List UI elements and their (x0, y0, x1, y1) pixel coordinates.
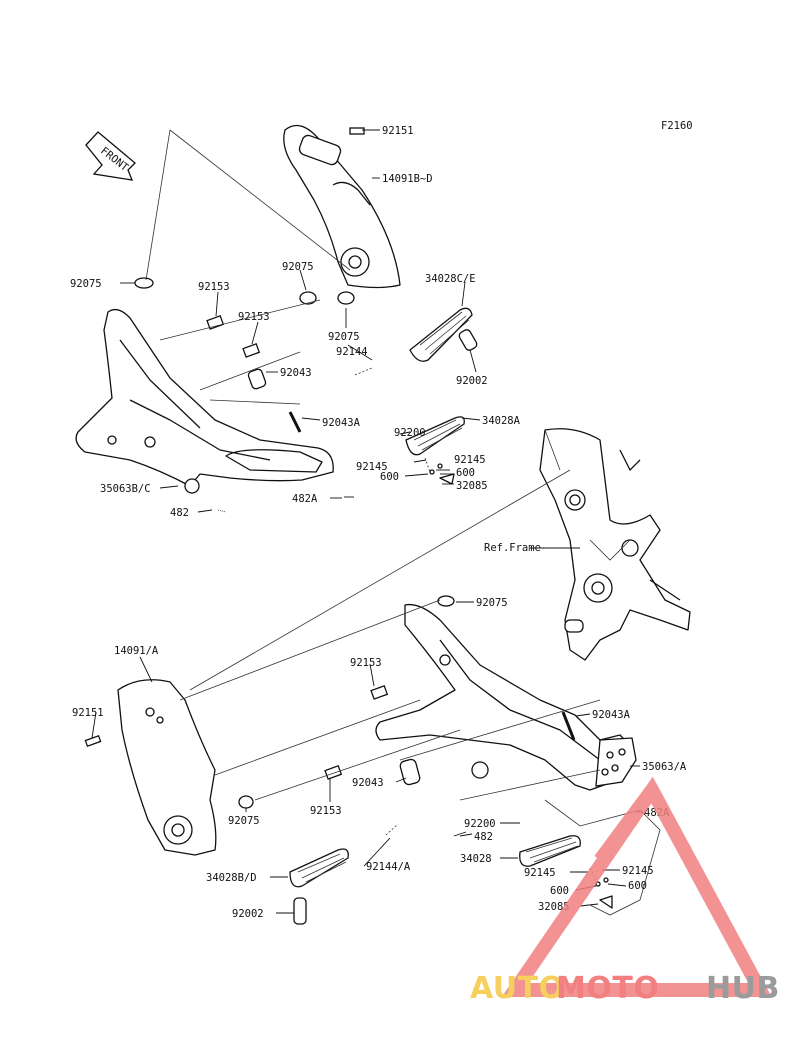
frame-reference (539, 428, 691, 661)
label-ref-frame: Ref.Frame (484, 542, 541, 554)
label-92200-lower: 92200 (464, 818, 496, 830)
label-92151: 92151 (382, 125, 414, 137)
label-92075-left: 92075 (70, 278, 102, 290)
upper-labels: 92151 14091B~D 92075 92153 92075 34028C/… (70, 125, 521, 519)
collar-92043-lower (399, 758, 421, 786)
figure-code: F2160 (661, 120, 693, 132)
bolt-92153-a (206, 315, 225, 330)
label-34028: 34028 (460, 853, 492, 865)
label-600-left: 600 (380, 471, 399, 483)
label-14091a: 14091/A (114, 645, 159, 657)
heel-guard-lower (117, 679, 217, 856)
label-92153-b: 92153 (238, 311, 270, 323)
label-482a: 482A (292, 493, 318, 505)
pin-92002-lower (293, 897, 307, 925)
spring-92145 (424, 457, 431, 473)
label-92075-lower: 92075 (328, 331, 360, 343)
label-34028a: 34028A (482, 415, 521, 427)
bolt-92153-b (242, 343, 261, 358)
upper-assembly (75, 124, 481, 513)
watermark-hub: HUB (706, 971, 780, 1006)
label-14091bd: 14091B~D (382, 173, 433, 185)
label-92144: 92144 (336, 346, 368, 358)
washer-92075-mid (299, 291, 317, 305)
footpeg-34028ce (409, 307, 473, 362)
front-arrow-icon: FRONT (85, 131, 136, 181)
bolt-92153-lower-b (324, 765, 343, 780)
label-600-lower-b: 600 (628, 880, 647, 892)
automotohub-watermark: AUTO MOTO HUB (470, 776, 780, 1006)
label-92043-lower: 92043 (352, 777, 384, 789)
label-600-lower-a: 600 (550, 885, 569, 897)
washer-92075-top (437, 595, 455, 607)
warning-triangle-icon (501, 776, 772, 997)
watermark-moto: MOTO (556, 971, 659, 1006)
label-92075-bottom: 92075 (228, 815, 260, 827)
bolt-92151-lower (84, 734, 102, 748)
spring-92144 (354, 367, 373, 376)
label-34028bd: 34028B/D (206, 872, 257, 884)
label-600-right: 600 (456, 467, 475, 479)
watermark-auto: AUTO (470, 971, 565, 1006)
label-92151-lower: 92151 (72, 707, 104, 719)
label-92145-left: 92145 (356, 461, 388, 473)
footrest-bracket-upper (75, 308, 334, 487)
lower-assembly (84, 469, 661, 925)
label-92002: 92002 (456, 375, 488, 387)
label-92075-top: 92075 (476, 597, 508, 609)
label-482: 482 (170, 507, 189, 519)
label-32085: 32085 (456, 480, 488, 492)
washer-92075-bottom (238, 795, 254, 809)
label-92075-mid: 92075 (282, 261, 314, 273)
plate-32085-lower (599, 895, 613, 909)
washer-92075-lower (337, 291, 355, 305)
pin-92043a-lower (561, 711, 576, 741)
label-92200: 92200 (394, 427, 426, 439)
label-92153-a: 92153 (198, 281, 230, 293)
pin-92043a (288, 411, 302, 433)
collar-92043 (247, 368, 267, 390)
bolt-92153-lower-a (370, 685, 389, 700)
plate-32085 (439, 473, 455, 485)
spring-92144a (385, 823, 399, 836)
label-92043a-lower: 92043A (592, 709, 631, 721)
label-35063a: 35063/A (642, 761, 687, 773)
label-92153-lower-b: 92153 (310, 805, 342, 817)
label-92153-lower-a: 92153 (350, 657, 382, 669)
label-92144a: 92144/A (366, 861, 411, 873)
label-34028ce: 34028C/E (425, 273, 476, 285)
footrest-bracket-lower (375, 603, 633, 791)
footpeg-34028bd (289, 848, 349, 888)
footpeg-34028 (519, 835, 581, 867)
washer-92075-left (134, 277, 154, 289)
label-92145-lower-b: 92145 (622, 865, 654, 877)
lower-labels: Ref.Frame 92075 14091/A 92153 92043A 921… (72, 542, 687, 920)
label-92043a: 92043A (322, 417, 361, 429)
cotter-482-lower (453, 831, 467, 837)
label-35063bc: 35063B/C (100, 483, 151, 495)
label-92002-lower: 92002 (232, 908, 264, 920)
label-92145-lower-a: 92145 (524, 867, 556, 879)
label-482-lower: 482 (474, 831, 493, 843)
bolt-92151-upper (349, 127, 365, 135)
label-92043: 92043 (280, 367, 312, 379)
pin-92002-upper (458, 329, 478, 351)
label-92145-right: 92145 (454, 454, 486, 466)
footpeg-34028a (405, 416, 465, 456)
